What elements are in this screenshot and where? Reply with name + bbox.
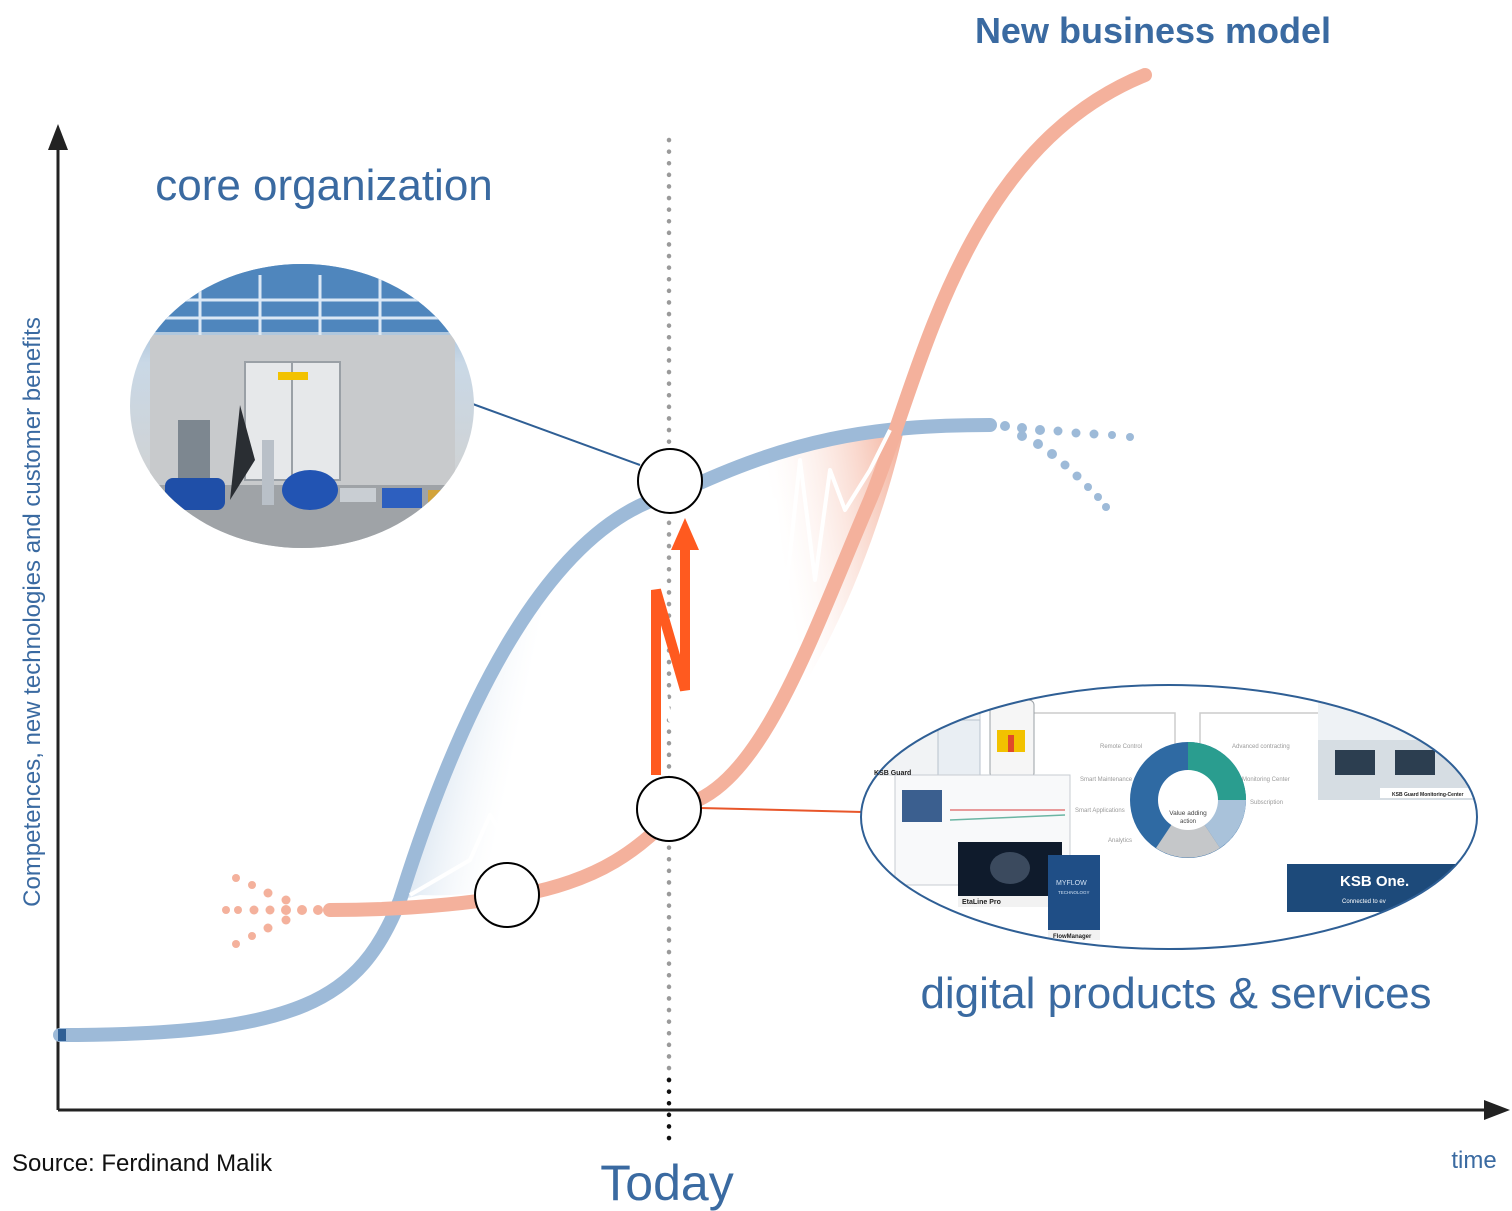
x-axis-arrow <box>1484 1100 1510 1120</box>
x-axis-label: time <box>1451 1147 1496 1174</box>
advanced-contracting-label: Advanced contracting <box>1232 744 1290 750</box>
y-axis-arrow <box>48 124 68 150</box>
monitoring-center-label: KSB Guard Monitoring-Center <box>1392 792 1463 798</box>
new-business-model-title: New business model <box>975 10 1331 51</box>
ksb-one-label: KSB One. <box>1340 873 1409 890</box>
flowmanager-label: FlowManager <box>1053 934 1092 940</box>
monitoring-center-small-label: Monitoring Center <box>1242 777 1290 783</box>
orange-arrow-shaft <box>651 550 690 775</box>
digital-photo-border <box>860 684 1478 950</box>
digital-photo-texts: KSB Guard EtaLine Pro MYFLOW TECHNOLOGY … <box>874 744 1463 940</box>
digital-products-label: digital products & services <box>920 969 1431 1018</box>
early-marker-circle <box>474 862 540 928</box>
value-wheel <box>1130 742 1246 858</box>
myflow-sub-label: TECHNOLOGY <box>1058 890 1090 895</box>
core-marker-circle <box>637 448 703 514</box>
subscription-label: Subscription <box>1250 800 1283 806</box>
blue-s-curve <box>53 418 997 1042</box>
smart-maintenance-label: Smart Maintenance <box>1080 777 1133 783</box>
source-label: Source: Ferdinand Malik <box>12 1150 273 1177</box>
today-label: Today <box>600 1155 733 1211</box>
action-label: action <box>1180 819 1196 825</box>
digital-connector-line <box>699 807 863 813</box>
analytics-label: Analytics <box>1108 838 1132 844</box>
ksb-guard-label: KSB Guard <box>874 770 911 777</box>
core-organization-label: core organization <box>155 161 493 210</box>
salmon-dotted-start <box>222 874 323 948</box>
value-adding-label: Value adding <box>1169 810 1207 817</box>
etaline-label: EtaLine Pro <box>962 899 1001 906</box>
y-axis-label: Competences, new technologies and custom… <box>19 317 46 907</box>
blue-curve-start-marker <box>58 1029 66 1041</box>
axes <box>48 124 1510 1120</box>
orange-arrow-head <box>671 518 699 550</box>
myflow-label: MYFLOW <box>1056 880 1087 887</box>
blue-dotted-tail <box>1000 421 1134 511</box>
digital-marker-circle <box>636 776 702 842</box>
blue-gradient-region <box>400 498 680 900</box>
orange-arrow <box>651 518 699 775</box>
core-connector-line <box>469 402 641 466</box>
smart-applications-label: Smart Applications <box>1075 808 1125 814</box>
salmon-gradient-region <box>680 425 905 806</box>
remote-control-label: Remote Control <box>1100 744 1142 750</box>
ksb-one-sub-label: Connected to ev <box>1342 899 1386 905</box>
core-organization-photo <box>130 264 474 548</box>
